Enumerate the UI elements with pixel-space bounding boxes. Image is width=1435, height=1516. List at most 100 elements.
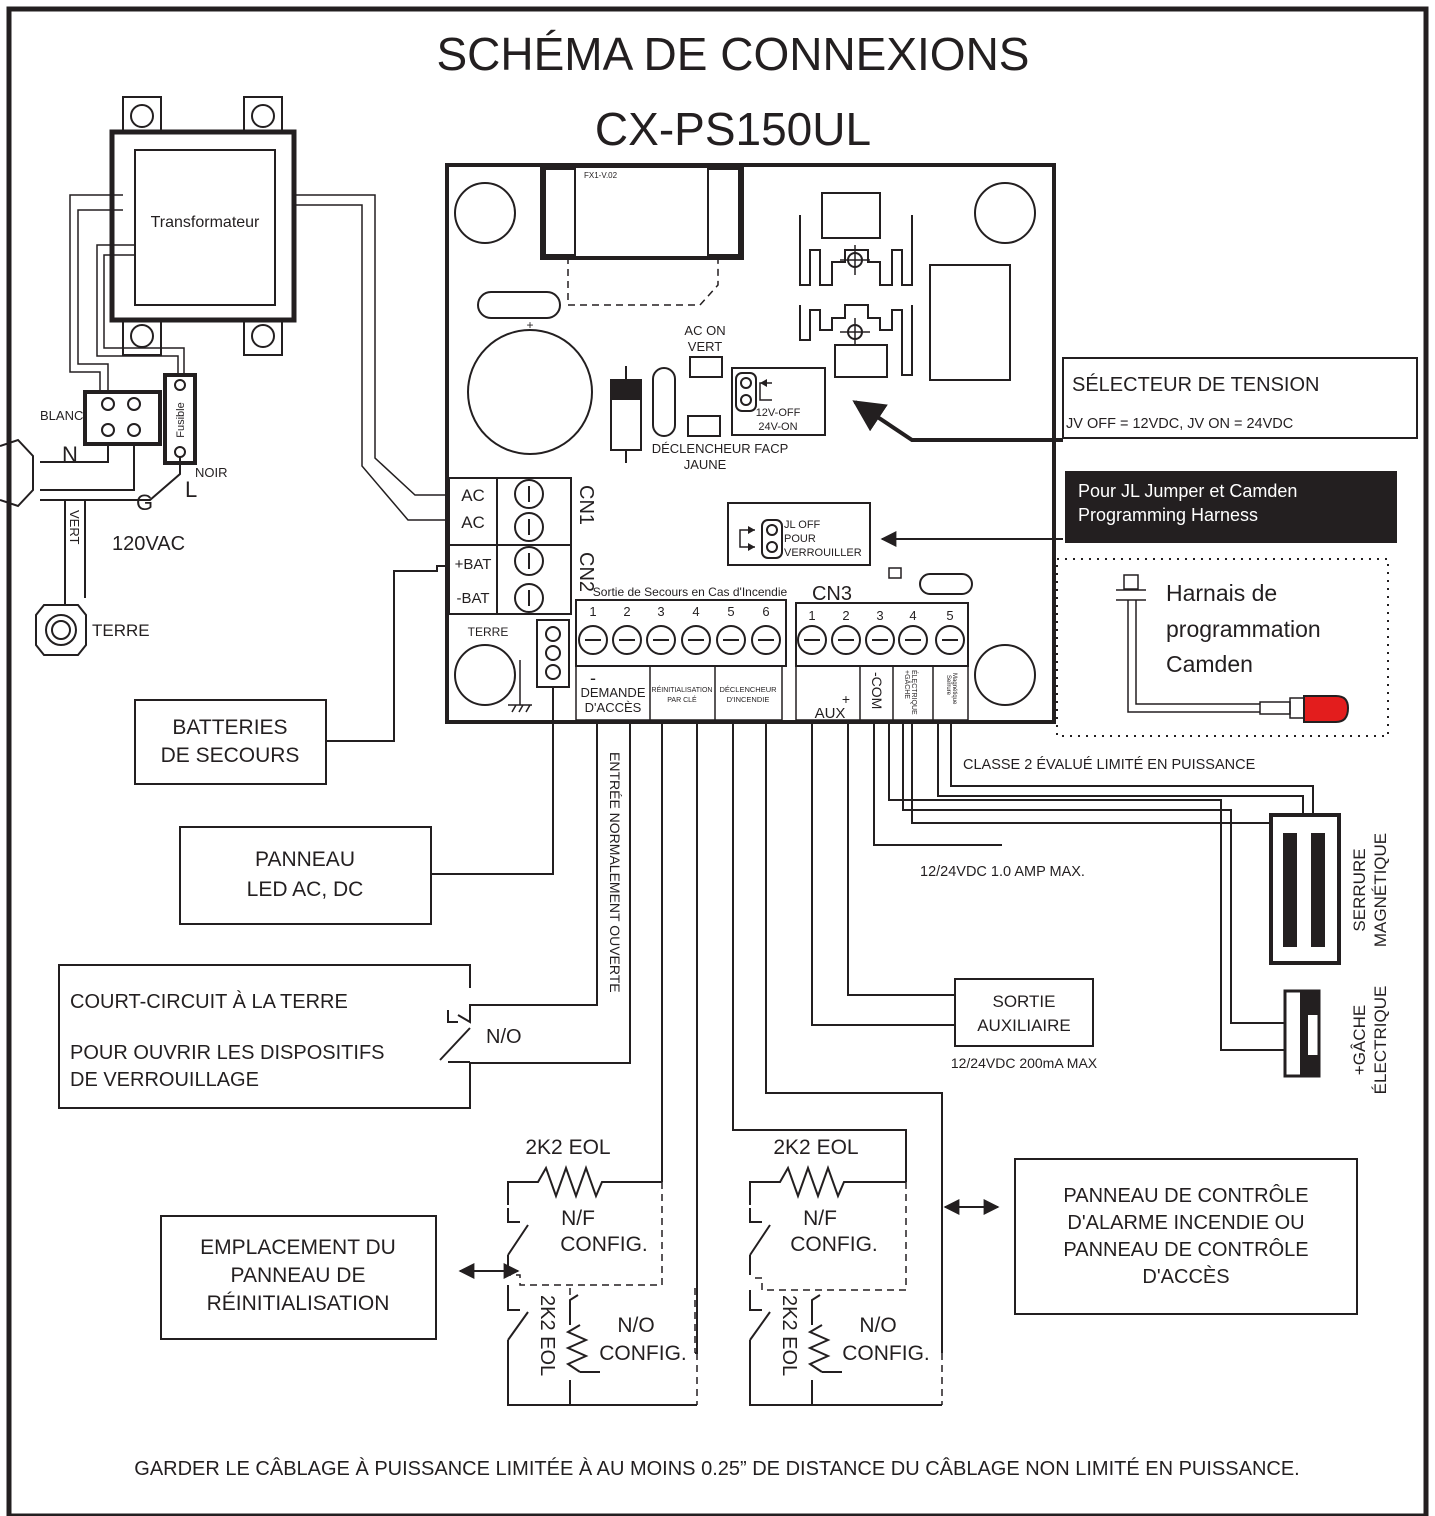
board-version: FX1-V.02: [584, 171, 618, 180]
vert-label: VERT: [67, 510, 82, 544]
eol-left-config: CONFIG.: [560, 1233, 648, 1256]
fire-terminal-number: 1: [589, 604, 596, 619]
batteries-box: BATTERIES DE SECOURS: [134, 699, 327, 785]
aux-out-rating: 12/24VDC 200mA MAX: [951, 1055, 1098, 1071]
cn3-terminal-screw: [797, 625, 827, 655]
blanc-label: BLANC: [40, 408, 83, 423]
com-label: -COM: [869, 672, 885, 709]
short-line3: DE VERROUILLAGE: [70, 1069, 259, 1091]
eol-left-top: 2K2 EOL: [525, 1136, 610, 1159]
cn2-term-2: -BAT: [456, 590, 489, 607]
alarm-line1: PANNEAU DE CONTRÔLE: [1063, 1184, 1308, 1207]
class2-label: CLASSE 2 ÉVALUÉ LIMITÉ EN PUISSANCE: [963, 756, 1256, 773]
jl-line3: VERROUILLER: [784, 547, 862, 559]
cn3-terminal-screw: [831, 625, 861, 655]
selector-title: SÉLECTEUR DE TENSION: [1072, 373, 1319, 396]
led-ac-line1: AC ON: [684, 323, 725, 338]
eol-right-no: N/O: [859, 1314, 896, 1337]
fire-terminal-screw: [716, 625, 746, 655]
aux-out-line1: SORTIE: [993, 992, 1056, 1011]
n-label: N: [62, 442, 78, 467]
maglock-line2: MAGNÉTIQUE: [1371, 833, 1390, 947]
facp-line2: JAUNE: [684, 457, 727, 472]
aux-plus: +: [842, 691, 850, 707]
model-title: CX-PS150UL: [595, 103, 871, 155]
batteries-line1: BATTERIES: [172, 716, 287, 739]
cn1-term-2: AC: [461, 513, 485, 532]
fire-terminal-screw: [578, 625, 608, 655]
eol-right-config2: CONFIG.: [842, 1342, 930, 1365]
decl-line1: DÉCLENCHEUR: [719, 685, 777, 694]
cn12-terminal-screw: [514, 512, 544, 542]
cn3-terminal-number: 2: [842, 608, 849, 623]
eol-left-nf: N/F: [561, 1207, 595, 1230]
diagram-title: SCHÉMA DE CONNEXIONS: [437, 28, 1030, 80]
aux-label: AUX: [815, 705, 846, 722]
cn12-terminal-screw: [514, 583, 544, 613]
cn12-terminal-screw: [514, 479, 544, 509]
demande-line1: DEMANDE: [580, 685, 645, 700]
cn3-terminal-screw: [935, 625, 965, 655]
led-panel-line1: PANNEAU: [255, 848, 355, 871]
demande-sign: -: [590, 668, 596, 688]
cn2-label: CN2: [575, 552, 597, 592]
strike-line1: +GÂCHE: [1350, 1005, 1369, 1075]
harness-banner: Pour JL Jumper et Camden Programming Har…: [880, 471, 1397, 547]
harness-line2: programmation: [1166, 616, 1321, 642]
led-panel-line2: LED AC, DC: [247, 878, 364, 901]
short-line2: POUR OUVRIR LES DISPOSITIFS: [70, 1042, 385, 1064]
harness-banner-line1: Pour JL Jumper et Camden: [1078, 481, 1297, 501]
jl-line1: JL OFF: [784, 519, 821, 531]
reset-line3: RÉINITIALISATION: [207, 1292, 390, 1315]
short-no: N/O: [486, 1026, 522, 1048]
eol-left-side: 2K2 EOL: [536, 1295, 558, 1376]
page-frame: [6, 6, 1429, 1516]
voltage-label: 120VAC: [112, 533, 185, 555]
cn2-term-1: +BAT: [455, 556, 492, 573]
harness-line3: Camden: [1166, 651, 1253, 677]
eol-right-config: CONFIG.: [790, 1233, 878, 1256]
fire-terminal-number: 6: [762, 604, 769, 619]
serrure-line1: Serrure: [945, 675, 951, 696]
gache-line2: ÉLECTRIQUE: [910, 670, 919, 715]
reinit-line1: RÉINITIALISATION: [652, 685, 713, 694]
noir-label: NOIR: [195, 465, 228, 480]
harness-banner-line2: Programming Harness: [1078, 505, 1258, 525]
transformer: Transformateur: [109, 96, 297, 356]
fuse-label: Fusible: [175, 402, 187, 437]
alarm-panel-box: PANNEAU DE CONTRÔLE D'ALARME INCENDIE OU…: [1014, 1158, 1358, 1315]
voltage-selector-box: SÉLECTEUR DE TENSION JV OFF = 12VDC, JV …: [852, 357, 1418, 442]
alarm-line2: D'ALARME INCENDIE OU: [1067, 1212, 1304, 1234]
led-panel-box: PANNEAU LED AC, DC: [179, 826, 432, 925]
cap-plus: +: [526, 318, 533, 332]
eol-network-fire: 2K2 EOL N/F CONFIG. 2K2 EOL N/O CONFIG.: [732, 720, 943, 1406]
g-label: G: [136, 490, 153, 515]
magnetic-lock: SERRURE MAGNÉTIQUE: [1269, 813, 1390, 965]
short-line1: COURT-CIRCUIT À LA TERRE: [70, 990, 348, 1013]
selector-detail: JV OFF = 12VDC, JV ON = 24VDC: [1066, 416, 1293, 432]
fire-terminal-number: 5: [727, 604, 734, 619]
eol-right-side: 2K2 EOL: [778, 1295, 800, 1376]
cn1-label: CN1: [575, 485, 597, 525]
reset-line2: PANNEAU DE: [231, 1264, 366, 1287]
power-supply-board: FX1-V.02 + AC ON VERT DÉCLENCHEUR FACP J…: [445, 163, 1056, 724]
jl-line2: POUR: [784, 533, 816, 545]
footer-note: GARDER LE CÂBLAGE À PUISSANCE LIMITÉE À …: [134, 1457, 1299, 1480]
camden-harness: Harnais de programmation Camden: [1056, 558, 1389, 737]
maglock-line1: SERRURE: [1350, 848, 1369, 931]
alarm-line4: D'ACCÈS: [1142, 1265, 1229, 1288]
cn3-terminal-number: 4: [909, 608, 916, 623]
fire-terminal-number: 4: [692, 604, 699, 619]
ground-screw: TERRE: [35, 604, 150, 656]
alarm-line3: PANNEAU DE CONTRÔLE: [1063, 1238, 1308, 1261]
reset-panel-box: EMPLACEMENT DU PANNEAU DE RÉINITIALISATI…: [160, 1215, 437, 1340]
fire-terminal-number: 3: [657, 604, 664, 619]
short-to-ground-box: COURT-CIRCUIT À LA TERRE POUR OUVRIR LES…: [58, 964, 522, 1109]
harness-line1: Harnais de: [1166, 580, 1277, 606]
batteries-line2: DE SECOURS: [161, 744, 300, 767]
voltage-jumper-line2: 24V-ON: [758, 421, 797, 433]
voltage-jumper-line1: 12V-OFF: [756, 407, 801, 419]
electric-strike: +GÂCHE ÉLECTRIQUE: [1283, 986, 1390, 1094]
reset-line1: EMPLACEMENT DU: [200, 1236, 396, 1259]
